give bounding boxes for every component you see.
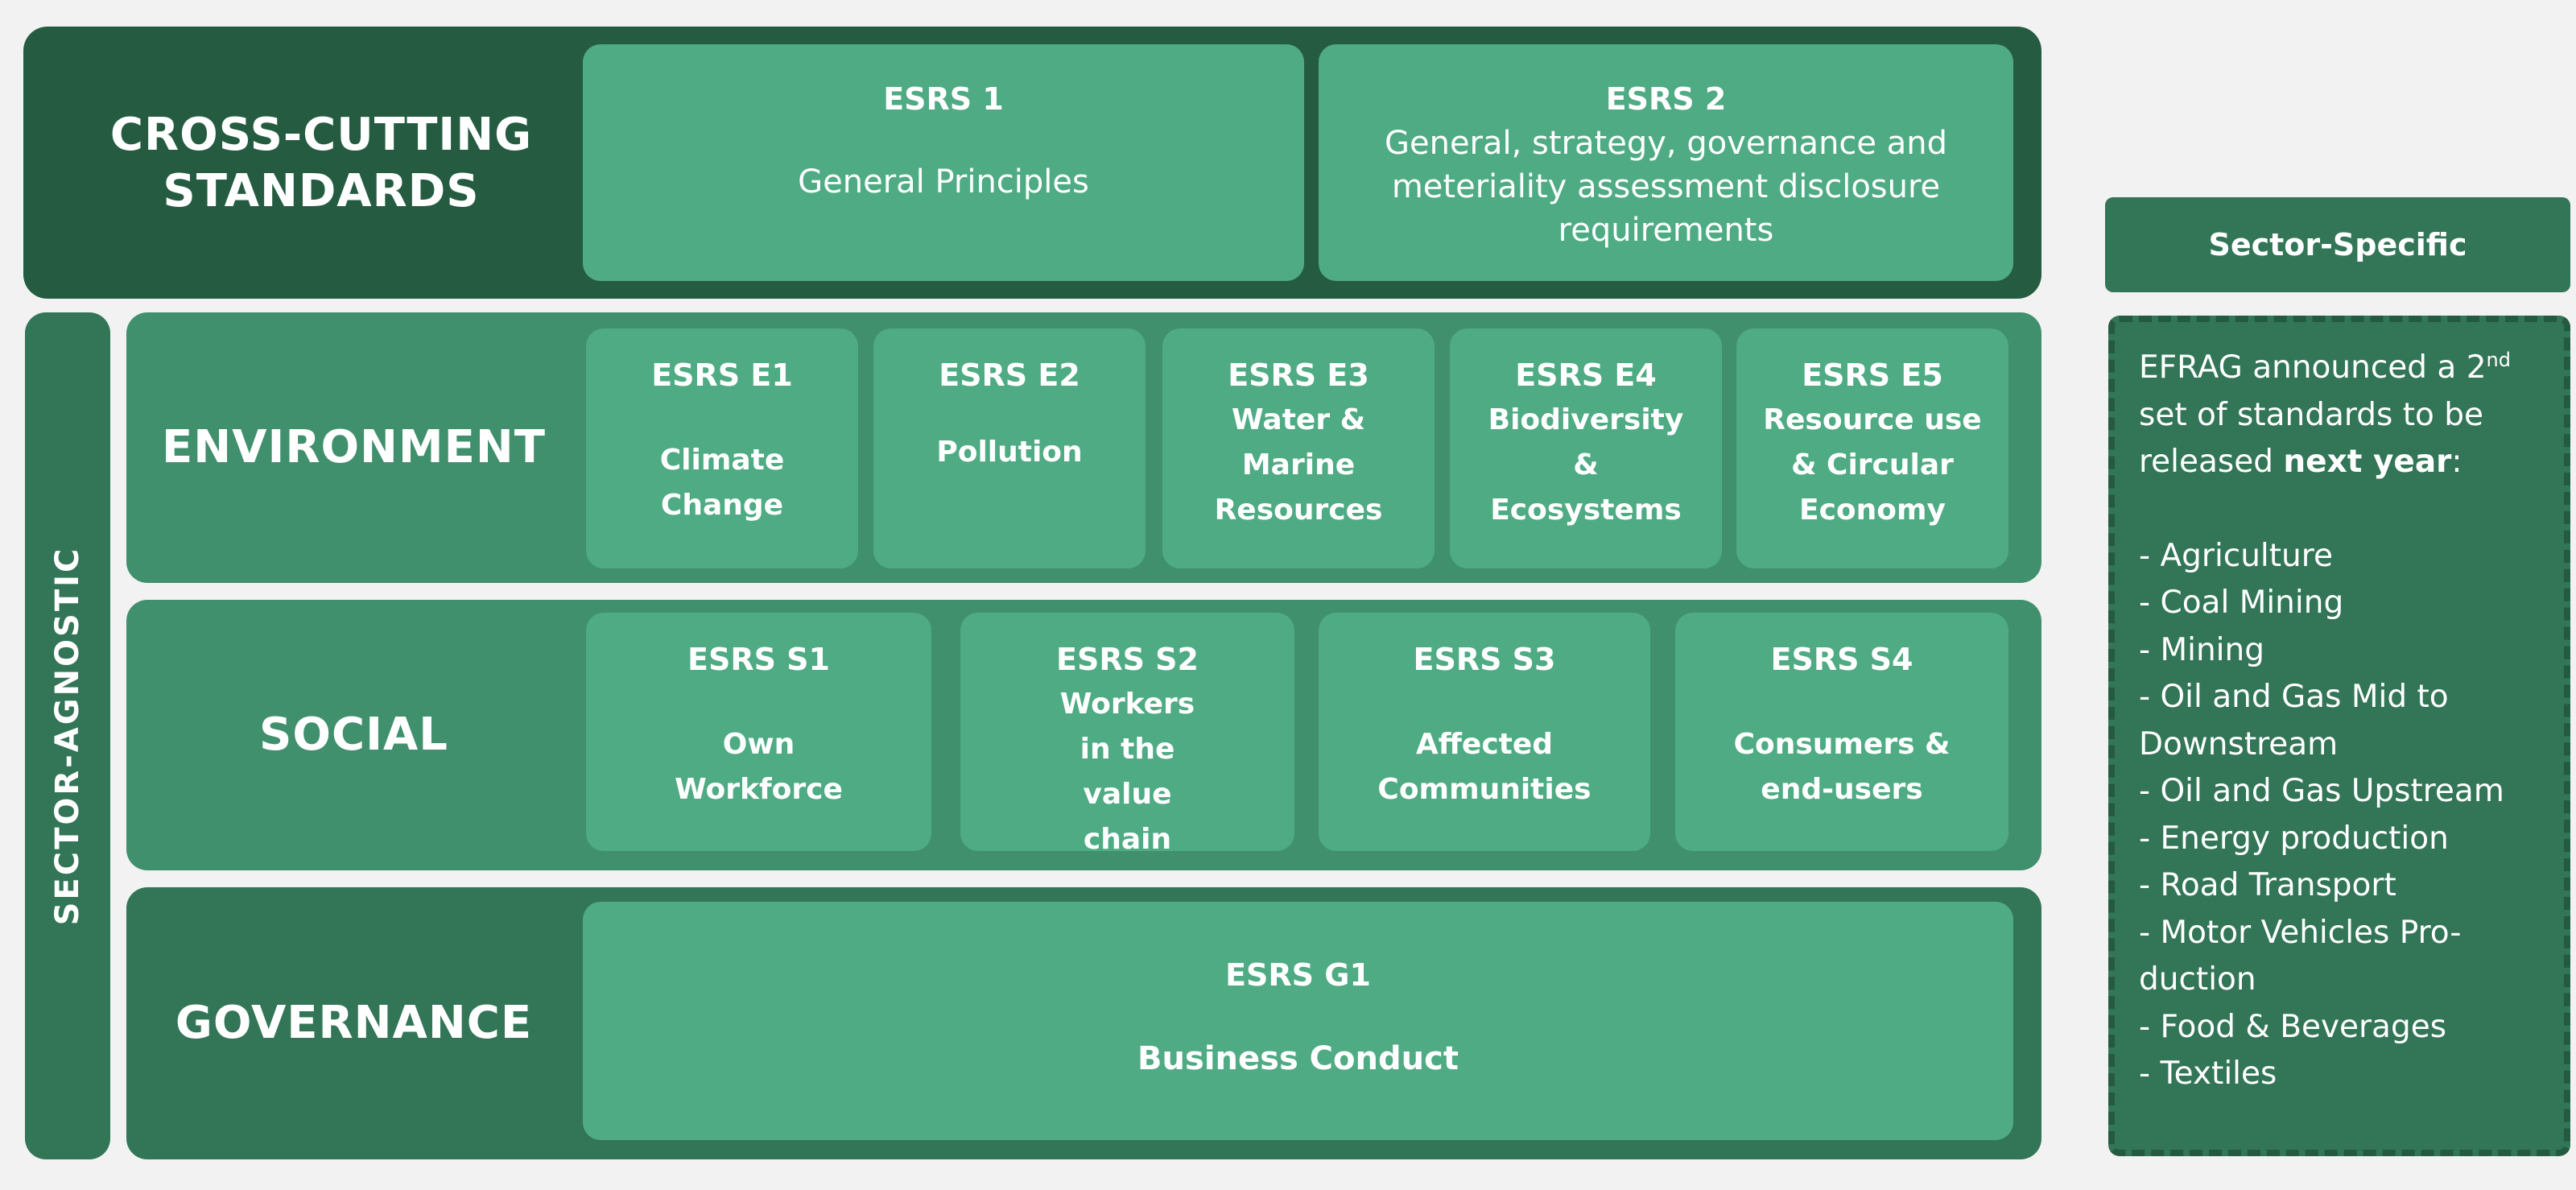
standard-title: Consumers & end-users — [1733, 728, 1951, 806]
sector-specific-panel: EFRAG announced a 2nd set of standards t… — [2108, 316, 2570, 1156]
sector-item: - Oil and Gas Upstream — [2139, 773, 2504, 809]
standard-esrs-2[interactable]: ESRS 2 General, strategy, governance and… — [1319, 44, 2013, 281]
intro-end: : — [2451, 444, 2462, 480]
standard-title: Own Workforce — [675, 728, 843, 806]
intro-bold: next year — [2283, 444, 2452, 480]
social-label: SOCIAL — [259, 709, 448, 761]
standard-esrs-1[interactable]: ESRS 1 General Principles — [583, 44, 1304, 281]
sector-item: - Road Transport — [2139, 867, 2396, 903]
standard-code: ESRS E3 — [1228, 357, 1369, 393]
standard-title: General, strategy, governance and meteri… — [1384, 125, 1947, 249]
standard-title: Resource use & Circular Economy — [1763, 403, 1982, 527]
standard-code: ESRS S4 — [1770, 642, 1913, 677]
standard-esrs-s4[interactable]: ESRS S4 Consumers & end-users — [1675, 613, 2008, 851]
intro-text: EFRAG announced a 2 — [2139, 349, 2487, 386]
standard-esrs-g1[interactable]: ESRS G1 Business Conduct — [583, 902, 2013, 1140]
sector-item: - Textiles — [2139, 1056, 2277, 1092]
standard-esrs-s2[interactable]: ESRS S2 Workers in the value chain — [960, 613, 1294, 856]
governance-label: GOVERNANCE — [175, 997, 533, 1049]
standard-code: ESRS S3 — [1413, 642, 1556, 677]
intro-superscript: nd — [2486, 349, 2511, 371]
standard-code: ESRS G1 — [1225, 957, 1371, 993]
sector-specific-header: Sector-Specific — [2105, 197, 2570, 292]
standard-title: Business Conduct — [1137, 1040, 1459, 1077]
standard-esrs-e3[interactable]: ESRS E3 Water & Marine Resources — [1162, 328, 1435, 568]
sector-item: - Motor Vehicles Pro-duction — [2139, 914, 2462, 998]
standard-title: Biodiversity & Ecosystems — [1488, 403, 1684, 527]
standard-esrs-e1[interactable]: ESRS E1 Climate Change — [586, 328, 858, 568]
standard-code: ESRS E5 — [1802, 357, 1943, 393]
standard-code: ESRS 2 — [1605, 81, 1727, 117]
sector-item: - Oil and Gas Mid to Downstream — [2139, 679, 2449, 762]
sector-list: - Agriculture - Coal Mining - Mining - O… — [2139, 533, 2540, 1098]
sector-item: - Coal Mining — [2139, 585, 2344, 621]
environment-label: ENVIRONMENT — [162, 421, 546, 473]
standard-esrs-e4[interactable]: ESRS E4 Biodiversity & Ecosystems — [1450, 328, 1722, 568]
standard-code: ESRS E1 — [651, 357, 793, 393]
standard-title: Pollution — [936, 436, 1083, 469]
standard-title: General Principles — [798, 163, 1089, 200]
sector-item: - Food & Beverages — [2139, 1008, 2447, 1045]
standard-esrs-s1[interactable]: ESRS S1 Own Workforce — [586, 613, 931, 851]
standard-esrs-s3[interactable]: ESRS S3 Affected Communities — [1319, 613, 1650, 851]
cross-cutting-label: CROSS-CUTTING STANDARDS — [109, 109, 533, 217]
standard-title: Climate Change — [659, 444, 785, 522]
standard-title: Affected Communities — [1377, 728, 1591, 806]
sector-item: - Agriculture — [2139, 537, 2333, 574]
standard-code: ESRS E4 — [1515, 357, 1657, 393]
sector-agnostic-label: SECTOR-AGNOSTIC — [49, 546, 86, 926]
standard-title: Water & Marine Resources — [1214, 403, 1383, 527]
standard-title: Workers in the value chain — [1059, 688, 1195, 856]
sector-item: - Mining — [2139, 631, 2264, 668]
sector-specific-intro: EFRAG announced a 2nd set of standards t… — [2139, 345, 2540, 486]
standard-code: ESRS 1 — [883, 81, 1004, 117]
intro-text-2: set of standards to be released — [2139, 396, 2483, 481]
standard-esrs-e2[interactable]: ESRS E2 Pollution — [873, 328, 1146, 568]
sector-item: - Energy production — [2139, 820, 2449, 857]
standard-code: ESRS S2 — [1056, 642, 1199, 677]
sector-agnostic-bar: SECTOR-AGNOSTIC — [25, 312, 110, 1159]
standard-code: ESRS S1 — [687, 642, 830, 677]
standard-code: ESRS E2 — [939, 357, 1080, 393]
standard-esrs-e5[interactable]: ESRS E5 Resource use & Circular Economy — [1736, 328, 2008, 568]
